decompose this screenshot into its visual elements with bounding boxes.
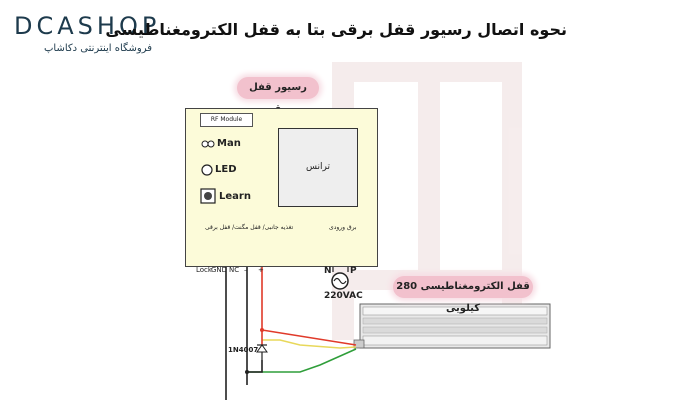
supply-voltage-label: 220VAC <box>324 291 363 301</box>
pin-n: N <box>324 266 332 276</box>
input-terminal-label: برق ورودی <box>329 224 357 231</box>
learn-label: Learn <box>219 191 251 202</box>
man-label: Man <box>217 138 241 149</box>
output-terminal-label: تغذیه جانبی/ قفل مگنت/ قفل برقی <box>205 224 294 231</box>
transformer-box: ترانس <box>278 128 358 207</box>
junction-dot <box>260 328 264 332</box>
man-icon <box>201 140 215 148</box>
pin-lock: Lock <box>196 266 212 274</box>
page-title: نحوه اتصال رسیور قفل برقی بتا به قفل الک… <box>105 20 567 39</box>
diode-symbol <box>256 344 268 360</box>
pin-p: P <box>350 266 357 276</box>
pin-minus: – <box>244 266 248 274</box>
logo-wordmark: DCASHOP <box>14 12 161 40</box>
pin-nc: NC <box>229 266 240 274</box>
maglock-label: قفل الکترومغناطیسی 280 کیلویی <box>393 276 533 314</box>
rf-module-box: RF Module <box>200 113 253 127</box>
pin-gnd: GND <box>211 266 228 274</box>
maglock-device <box>353 303 551 349</box>
pin-plus: + <box>258 266 264 274</box>
brand-logo[interactable]: DCASHOP فروشگاه اینترنتی دکاشاپ <box>14 12 184 58</box>
logo-subtitle: فروشگاه اینترنتی دکاشاپ <box>44 43 153 54</box>
junction-dot <box>245 370 249 374</box>
led-icon <box>201 164 213 176</box>
ac-source-symbol <box>331 259 349 290</box>
diode-label: 1N4007 <box>228 346 259 354</box>
led-label: LED <box>215 164 237 175</box>
learn-button-icon <box>200 188 216 204</box>
